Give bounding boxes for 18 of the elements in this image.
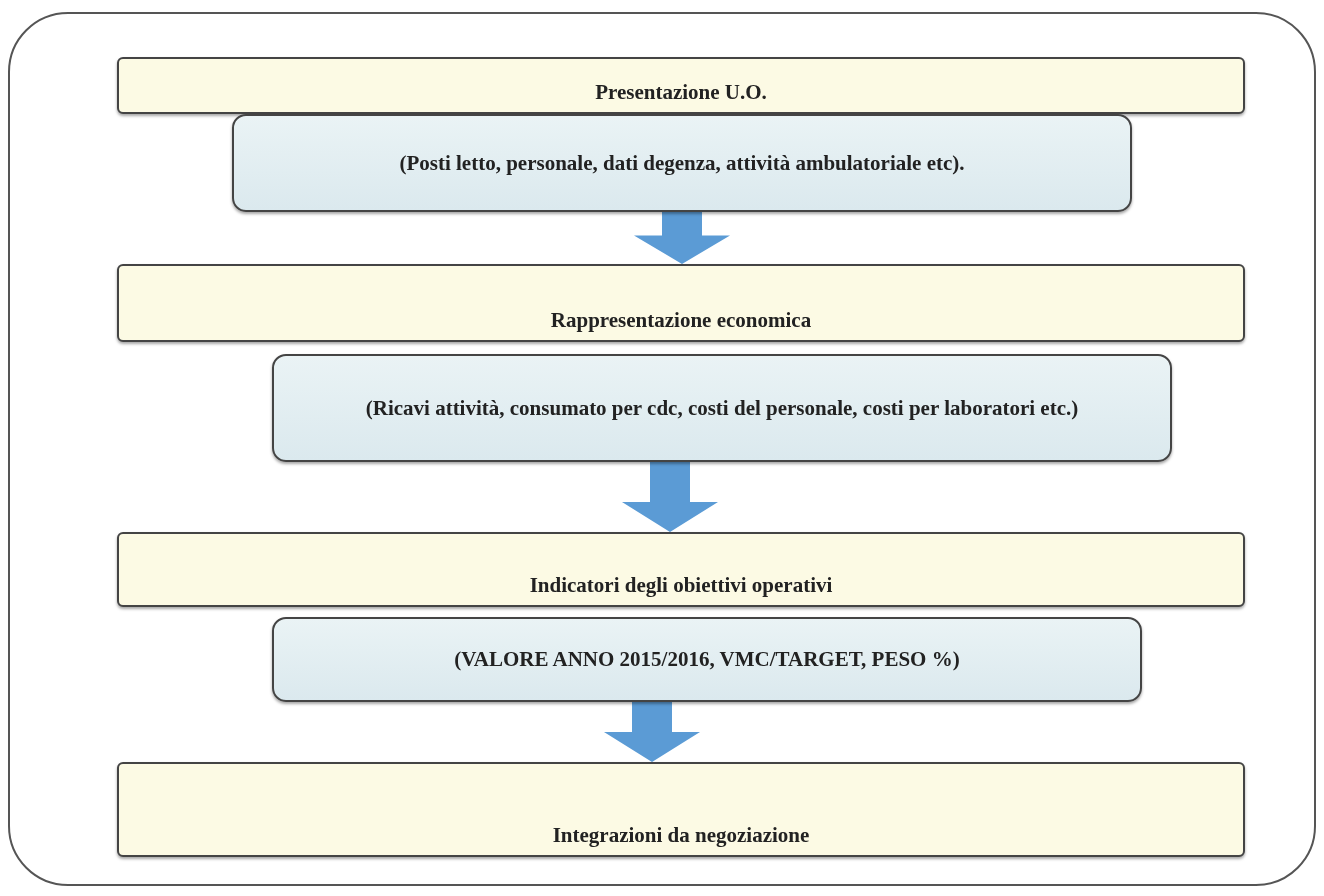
- detail-text: (Ricavi attività, consumato per cdc, costi del personale, costi per laboratori etc.): [365, 394, 1079, 422]
- step-bar: [117, 264, 1245, 342]
- detail-box: [272, 354, 1172, 462]
- step-bar: [117, 762, 1245, 857]
- step-title: Presentazione U.O.: [595, 78, 767, 106]
- block-arrow: [634, 212, 730, 264]
- step-title: Indicatori degli obiettivi operativi: [529, 571, 833, 599]
- detail-text: (Posti letto, personale, dati degenza, attività ambulatoriale etc).: [399, 149, 965, 177]
- step-title: Rappresentazione economica: [550, 306, 812, 334]
- detail-box: [272, 617, 1142, 702]
- block-arrow: [622, 462, 718, 532]
- frame-box: [8, 12, 1316, 886]
- step-bar: [117, 532, 1245, 607]
- detail-text: (VALORE ANNO 2015/2016, VMC/TARGET, PESO %): [454, 646, 960, 674]
- step-title: Integrazioni da negoziazione: [552, 821, 810, 849]
- block-arrow: [604, 702, 700, 762]
- detail-box: [232, 114, 1132, 212]
- step-bar: [117, 57, 1245, 114]
